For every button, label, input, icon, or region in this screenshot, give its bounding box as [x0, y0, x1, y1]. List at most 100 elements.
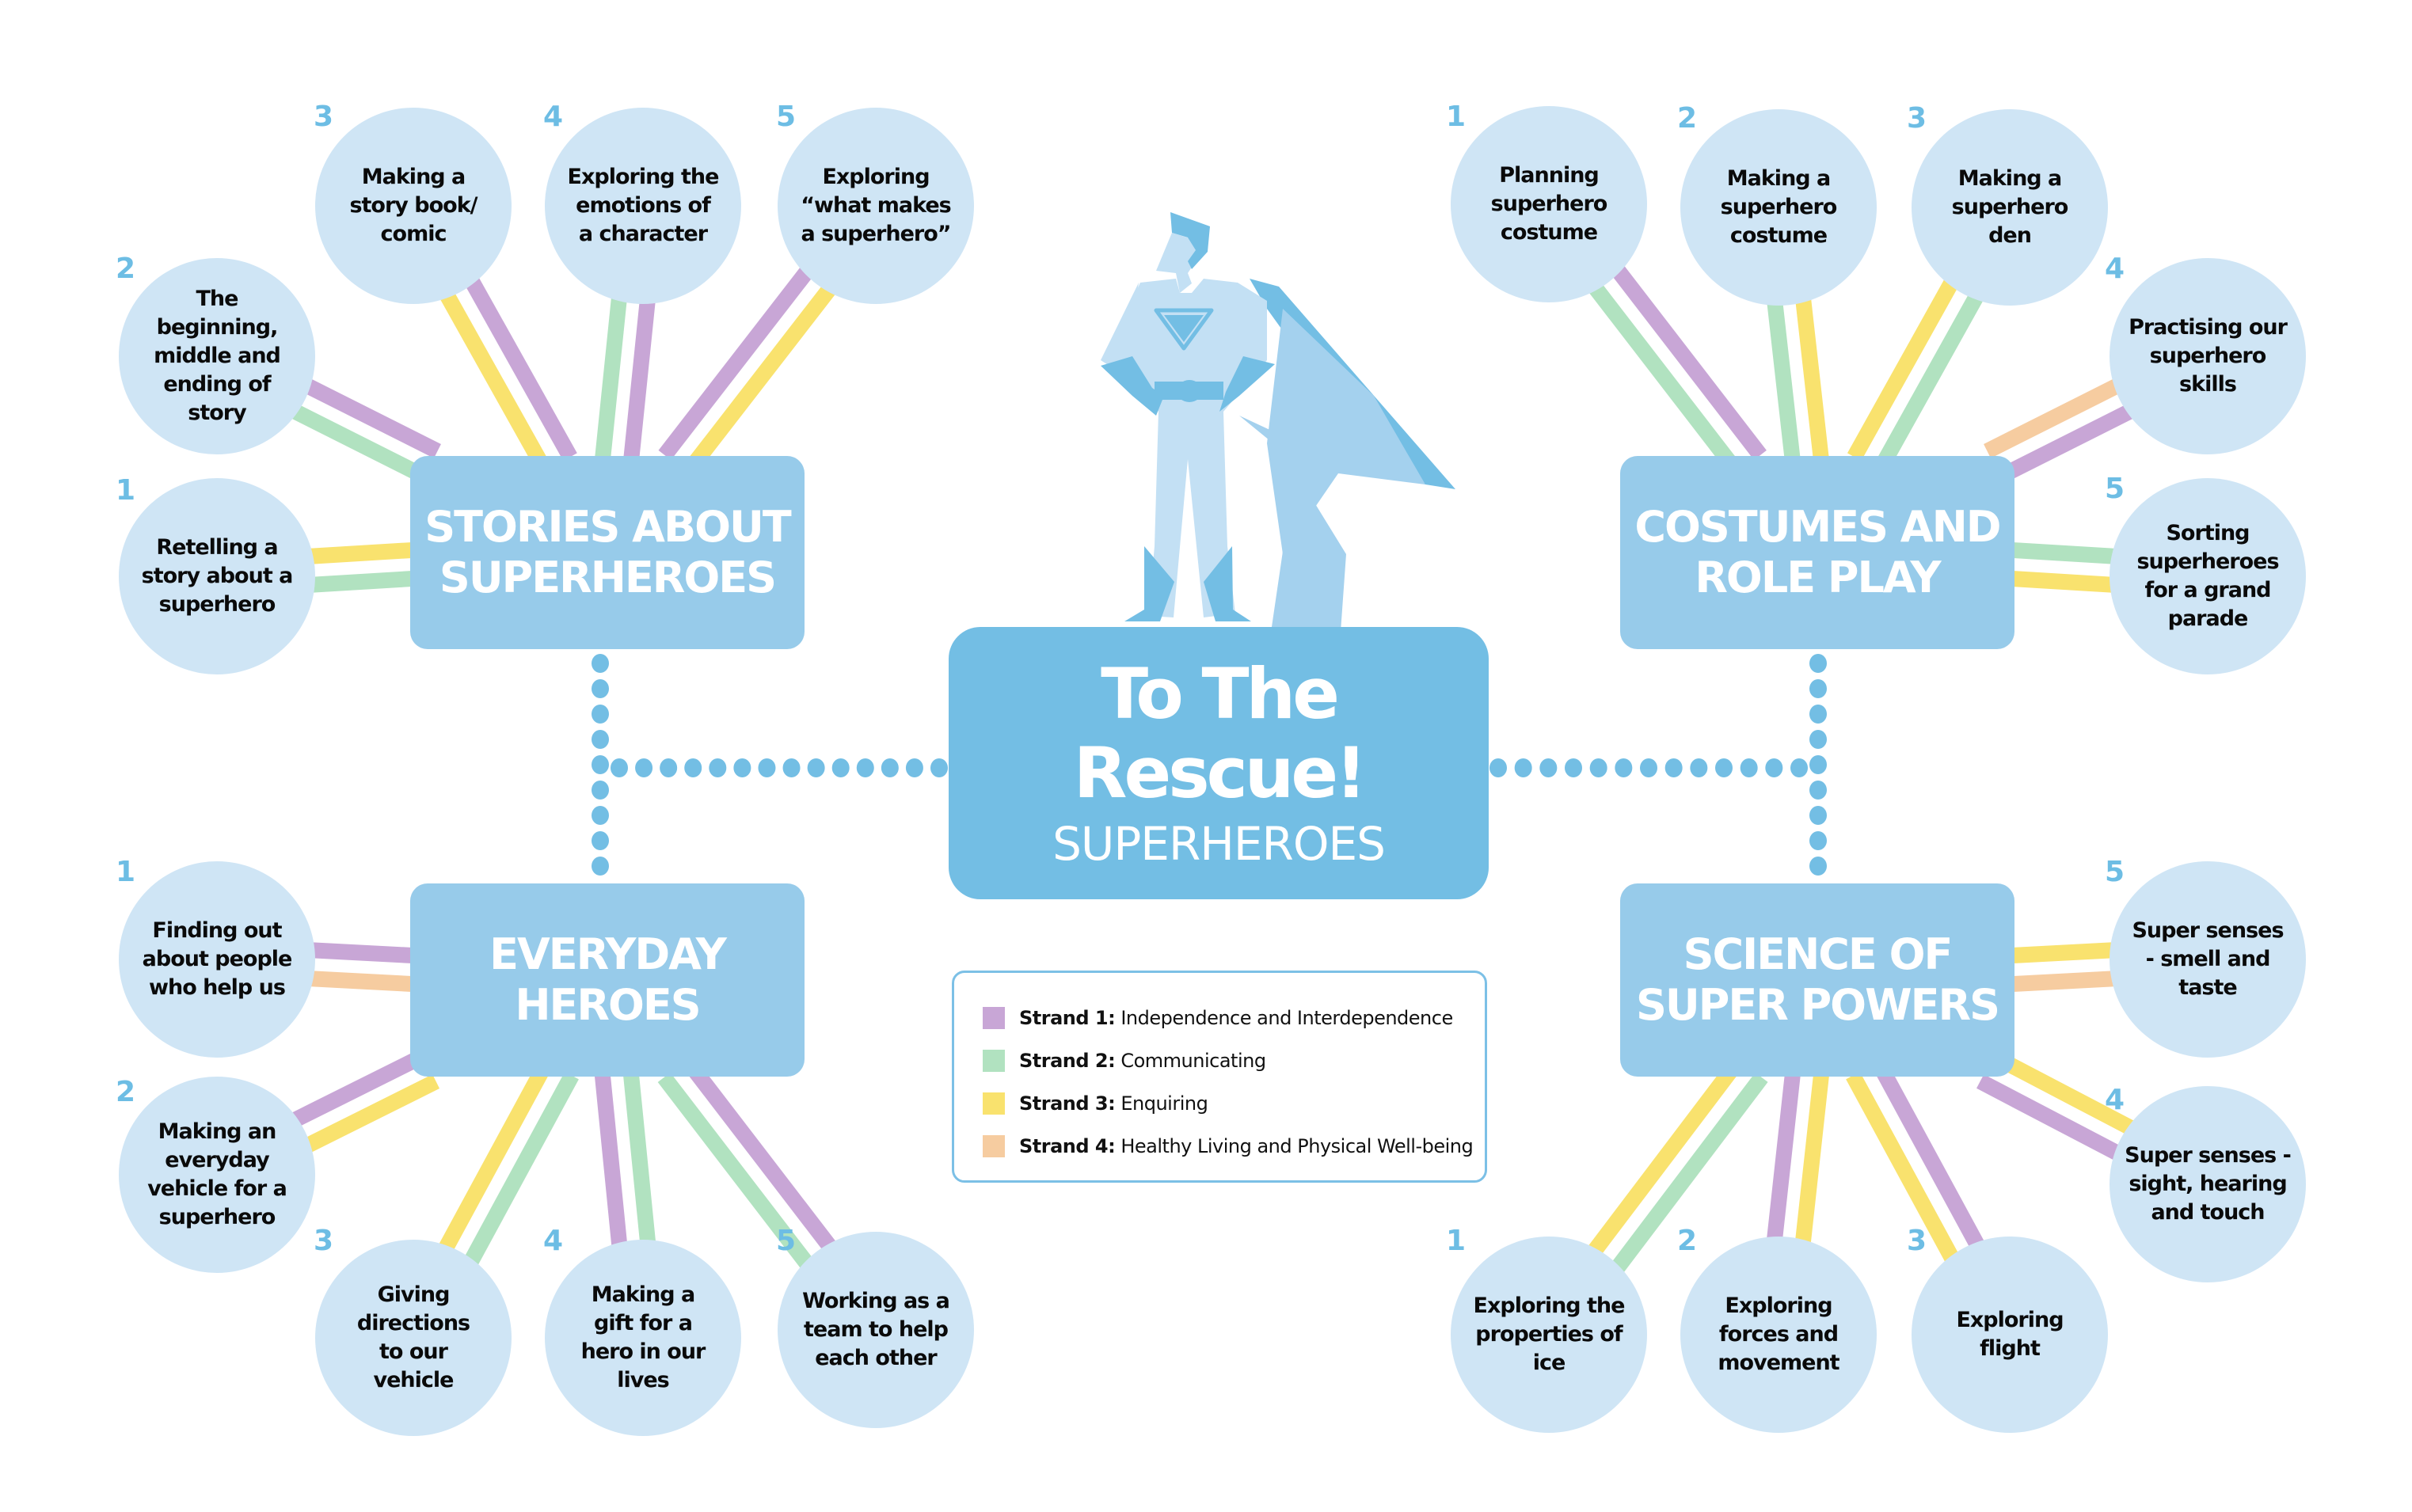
strand-legend: Strand 1: Independence and Interdependen…: [952, 971, 1487, 1183]
activity-label: Working as a team to help each other: [802, 1289, 950, 1370]
connector-dot: [592, 831, 609, 850]
activity-circle[interactable]: Making an everyday vehicle for a superhe…: [119, 1077, 315, 1273]
hero-boot-left: [1124, 546, 1174, 621]
activity-circle[interactable]: Super senses - sight, hearing and touch: [2110, 1086, 2306, 1282]
activity-circle[interactable]: Super senses - smell and taste: [2110, 861, 2306, 1058]
activity-circle[interactable]: Making a superhero costume: [1680, 109, 1877, 306]
central-topic[interactable]: To The Rescue! SUPERHEROES: [949, 627, 1489, 899]
connector-dot: [592, 705, 609, 724]
activity-number: 4: [2105, 1084, 2125, 1116]
connector-dot: [611, 758, 628, 777]
hero-boot-right: [1204, 546, 1251, 621]
activity-label: Making a superhero costume: [1720, 166, 1838, 248]
legend-strand-description: Independence and Interdependence: [1115, 1007, 1453, 1029]
activity-circle[interactable]: Exploring the properties of ice: [1451, 1237, 1647, 1433]
connector-dot: [1765, 758, 1783, 777]
connector-dot: [635, 758, 653, 777]
activity-circle[interactable]: Sorting superheroes for a grand parade: [2110, 478, 2306, 674]
topic-box-costumes[interactable]: COSTUMES AND ROLE PLAY: [1620, 456, 2014, 649]
activity-number: 4: [543, 101, 564, 133]
topic-box-everyday[interactable]: EVERYDAY HEROES: [410, 883, 805, 1077]
connector-dot: [1640, 758, 1657, 777]
connector-dot: [592, 755, 609, 774]
legend-item-strand-4: Strand 4: Healthy Living and Physical We…: [983, 1125, 1485, 1168]
activity-circle[interactable]: Planning superhero costume: [1451, 106, 1647, 302]
activity-number: 2: [1677, 102, 1698, 135]
connector-dot: [1489, 758, 1507, 777]
activity-circle[interactable]: Practising our superhero skills: [2110, 258, 2306, 454]
connector-dot: [1790, 758, 1808, 777]
activity-label: Exploring “what makes a superhero”: [801, 165, 951, 246]
activity-number: 4: [543, 1225, 564, 1257]
activity-circle[interactable]: The beginning, middle and ending of stor…: [119, 258, 315, 454]
activity-label: Super senses - sight, hearing and touch: [2125, 1143, 2292, 1225]
connector-dot: [1809, 831, 1827, 850]
activity-circle[interactable]: Working as a team to help each other: [778, 1232, 974, 1428]
activity-label: Super senses - smell and taste: [2132, 918, 2284, 1000]
legend-strand-description: Healthy Living and Physical Well-being: [1115, 1135, 1474, 1157]
connector-dot: [733, 758, 751, 777]
activity-number: 3: [314, 101, 334, 133]
activity-circle[interactable]: Making a story book/ comic: [315, 108, 512, 304]
connector-dot: [1664, 758, 1683, 777]
topic-box-stories[interactable]: STORIES ABOUT SUPERHEROES: [410, 456, 805, 649]
activity-circle[interactable]: Making a gift for a hero in our lives: [545, 1240, 741, 1436]
activity-circle[interactable]: Finding out about people who help us: [119, 861, 315, 1058]
hero-hand-left: [1101, 356, 1164, 416]
activity-circle[interactable]: Exploring flight: [1912, 1237, 2108, 1433]
connector-dot: [592, 679, 609, 698]
activity-label: Planning superhero costume: [1490, 163, 1608, 245]
connector-dot: [1809, 806, 1827, 825]
legend-text: Strand 1: Independence and Interdependen…: [1019, 1007, 1453, 1029]
connector-dot: [1715, 758, 1733, 777]
connector-dot: [592, 806, 609, 825]
activity-circle[interactable]: Making a superhero den: [1912, 109, 2108, 306]
activity-number: 5: [776, 1225, 797, 1257]
hero-head: [1156, 233, 1200, 293]
connector-dot: [782, 758, 801, 777]
activity-label: Exploring the properties of ice: [1473, 1294, 1626, 1375]
activity-label: Giving directions to our vehicle: [356, 1282, 470, 1392]
activity-label: Sorting superheroes for a grand parade: [2136, 521, 2279, 631]
activity-label: Retelling a story about a superhero: [141, 535, 294, 617]
hero-hand-right: [1219, 356, 1275, 412]
hero-emblem-outline: [1154, 308, 1214, 351]
topic-box-science[interactable]: SCIENCE OF SUPER POWERS: [1620, 883, 2014, 1077]
activity-number: 2: [1677, 1225, 1698, 1257]
hero-hair: [1170, 212, 1210, 269]
activity-label: Making an everyday vehicle for a superhe…: [147, 1119, 287, 1229]
legend-text: Strand 4: Healthy Living and Physical We…: [1019, 1135, 1474, 1157]
legend-strand-description: Communicating: [1115, 1050, 1266, 1072]
activity-label: The beginning, middle and ending of stor…: [154, 287, 281, 425]
activity-number: 2: [116, 1076, 136, 1108]
activity-number: 1: [116, 474, 136, 507]
central-subtitle: SUPERHEROES: [1052, 817, 1386, 871]
hero-cape-inner: [1267, 309, 1425, 554]
activity-number: 3: [1907, 1225, 1927, 1257]
connector-dot: [592, 730, 609, 749]
connector-dot: [1565, 758, 1582, 777]
hero-legs: [1148, 412, 1235, 617]
activity-number: 5: [2105, 473, 2125, 505]
legend-strand-label: Strand 4:: [1019, 1135, 1116, 1157]
superhero-illustration: [1101, 212, 1455, 740]
hero-emblem: [1164, 315, 1204, 342]
legend-swatch: [983, 1007, 1005, 1029]
central-title: To The Rescue!: [1073, 653, 1367, 814]
connector-dot: [758, 758, 776, 777]
activity-circle[interactable]: Exploring the emotions of a character: [545, 108, 741, 304]
connector-dot: [856, 758, 874, 777]
connector-dot: [1615, 758, 1633, 777]
activity-circle[interactable]: Giving directions to our vehicle: [315, 1240, 512, 1436]
activity-circle[interactable]: Retelling a story about a superhero: [119, 478, 315, 674]
connector-dot: [930, 758, 948, 777]
connector-dot: [1539, 758, 1558, 777]
connector-dot: [684, 758, 702, 777]
activity-label: Making a story book/ comic: [349, 165, 477, 246]
activity-label: Finding out about people who help us: [142, 918, 293, 1000]
connector-dot: [1809, 705, 1827, 724]
activity-circle[interactable]: Exploring forces and movement: [1680, 1237, 1877, 1433]
activity-number: 5: [776, 101, 797, 133]
activity-circle[interactable]: Exploring “what makes a superhero”: [778, 108, 974, 304]
activity-label: Exploring the emotions of a character: [567, 165, 720, 246]
